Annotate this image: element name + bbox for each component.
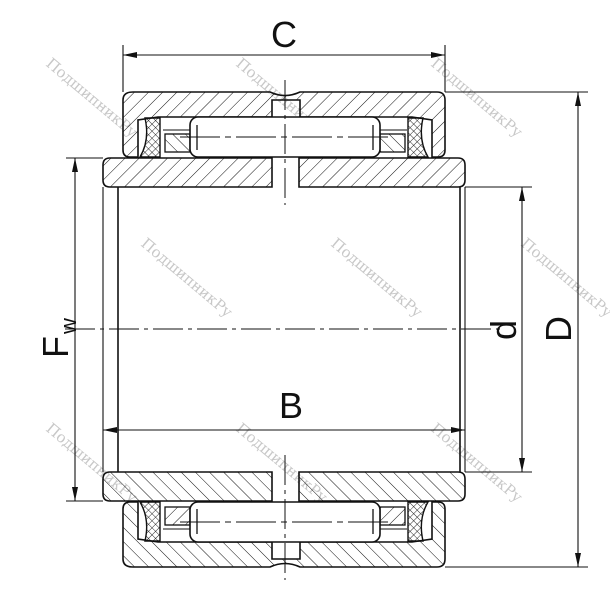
watermark: ПодшипникРу (137, 234, 236, 321)
watermark: ПодшипникРу (327, 234, 426, 321)
dim-label-w: w (56, 318, 81, 335)
dimension-arrows (72, 52, 581, 567)
dim-label-D: D (538, 316, 579, 342)
dim-label-Fw: F w (35, 318, 81, 358)
dim-label-C: C (271, 14, 297, 55)
dim-label-d: d (483, 320, 524, 340)
lower-section (102, 471, 466, 568)
watermark: ПодшипникРу (517, 234, 610, 321)
dimension-lines (66, 45, 588, 568)
dim-label-B: B (279, 385, 303, 426)
dim-label-F: F (35, 336, 76, 358)
